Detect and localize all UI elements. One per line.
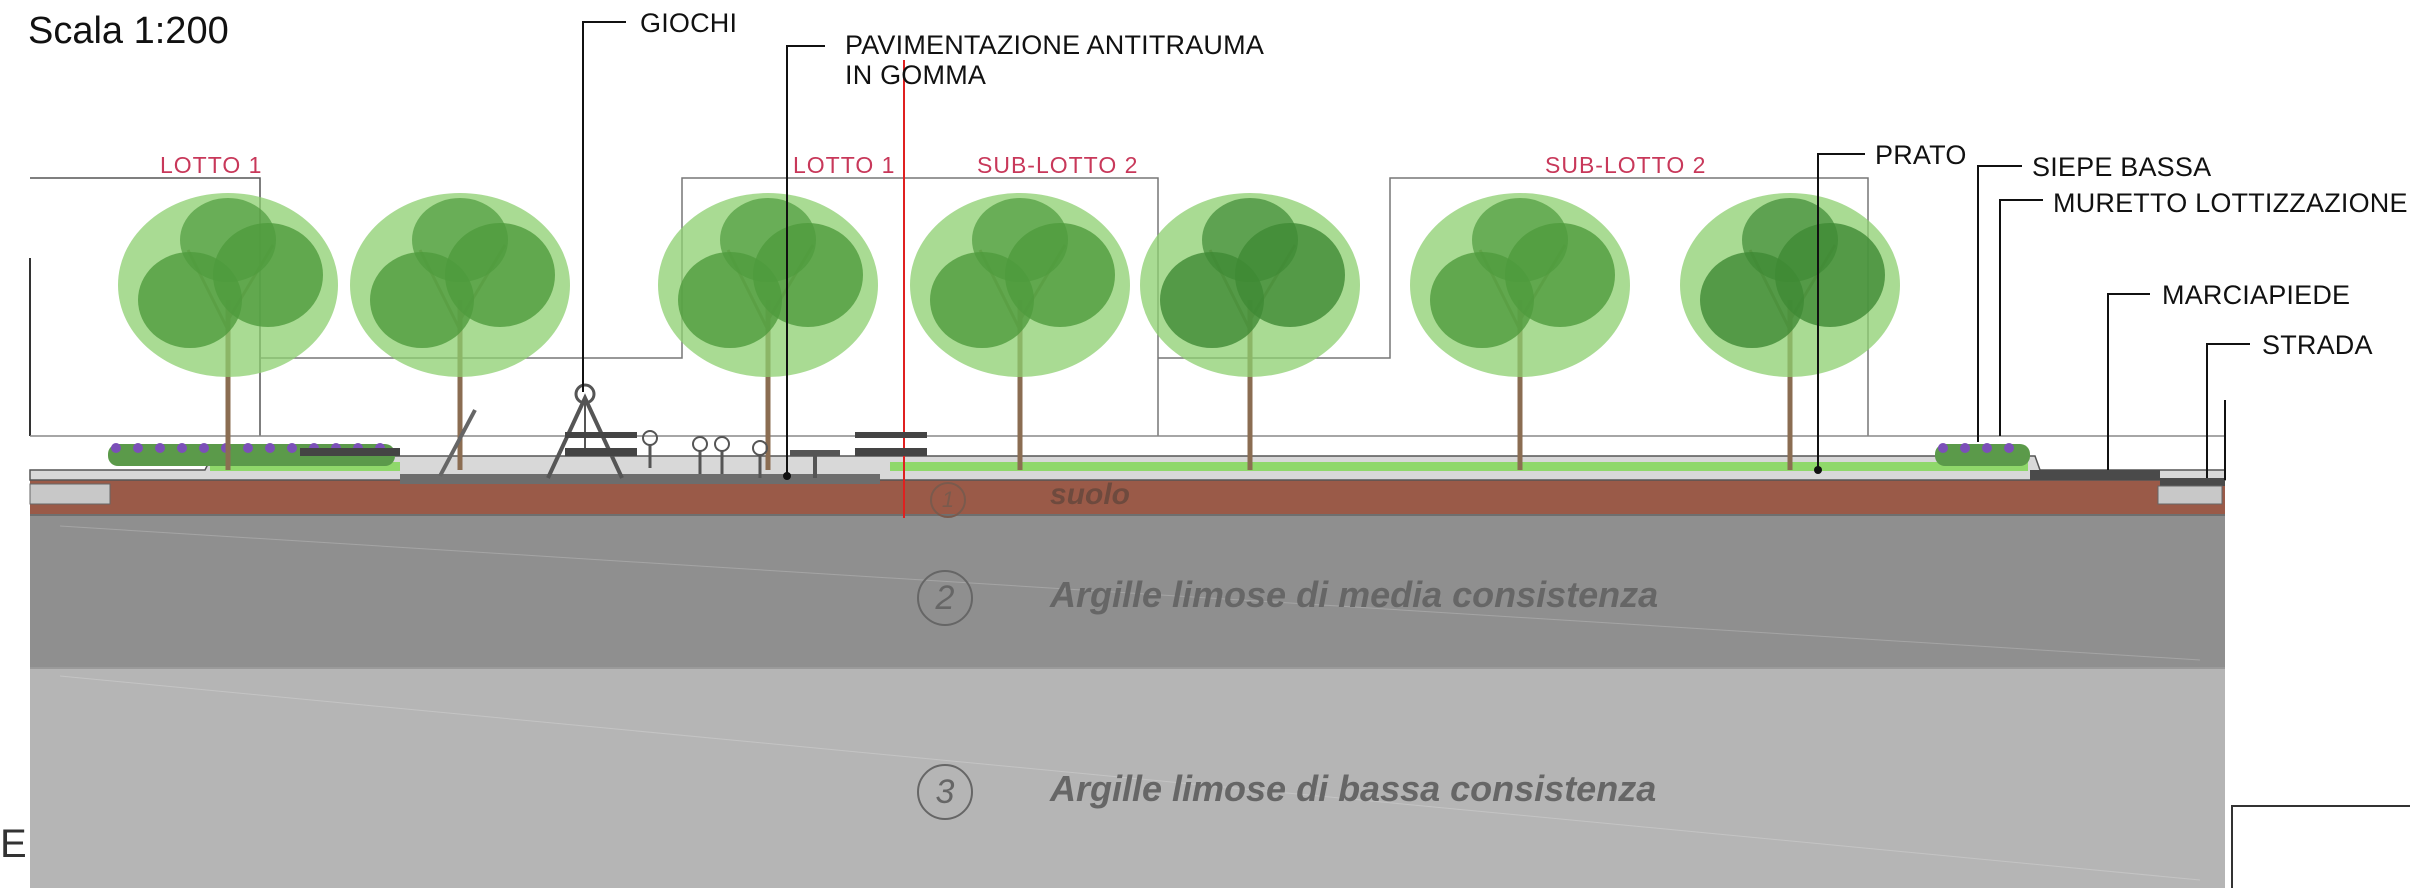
callout-strada: STRADA <box>2262 330 2373 360</box>
person-head-1 <box>642 430 658 446</box>
leader-prato-dot <box>1814 466 1822 474</box>
layer-number-1: 1 <box>930 482 966 518</box>
grass-strip-left <box>210 462 400 471</box>
tree-crown-c-7 <box>1742 198 1838 282</box>
lot-label-sublotto2-right: SUB-LOTTO 2 <box>1545 152 1707 178</box>
flower-1 <box>265 443 275 453</box>
flower-2 <box>1982 443 1992 453</box>
flower-1 <box>111 443 121 453</box>
layer-number-3: 3 <box>917 764 973 820</box>
tree-crown-c-2 <box>412 198 508 282</box>
lot-label-lotto1-mid: LOTTO 1 <box>793 152 896 178</box>
callout-prato: PRATO <box>1875 140 1967 170</box>
flower-2 <box>1938 443 1948 453</box>
grass-strip <box>890 462 2028 471</box>
bench-3-seat <box>300 448 400 456</box>
layer-1-band <box>30 480 2225 515</box>
bench-1-back <box>565 432 637 438</box>
layer-name-suolo: suolo <box>1050 478 1130 511</box>
layer-2-band <box>30 515 2225 668</box>
lot-label-lotto1-left: LOTTO 1 <box>160 152 263 178</box>
leader-giochi <box>582 21 626 392</box>
layer-name-media: Argille limose di media consistenza <box>1050 574 1659 615</box>
callout-siepe-bassa: SIEPE BASSA <box>2032 152 2212 182</box>
flower-2 <box>2004 443 2014 453</box>
flower-1 <box>287 443 297 453</box>
sidewalk <box>2030 470 2160 480</box>
flower-1 <box>177 443 187 453</box>
person-head-2 <box>692 436 708 452</box>
edge-fragment: E <box>0 822 27 866</box>
person-head-3 <box>714 436 730 452</box>
flower-2 <box>1960 443 1970 453</box>
lot-label-sublotto2-mid: SUB-LOTTO 2 <box>977 152 1139 178</box>
callout-giochi: GIOCHI <box>640 8 738 38</box>
leader-pavimentazione <box>786 45 825 476</box>
rocker <box>438 409 477 477</box>
layer-name-bassa: Argille limose di bassa consistenza <box>1050 768 1657 809</box>
leader-prato <box>1817 153 1865 470</box>
leader-pavimentazione-dot <box>783 472 791 480</box>
leader-siepe <box>1977 165 2022 442</box>
tree-crown-c-1 <box>180 198 276 282</box>
frame-box <box>2231 805 2410 888</box>
curb-left <box>29 483 111 505</box>
rubber-paving <box>400 474 880 484</box>
leader-strada <box>2206 343 2250 478</box>
bench-2-seat <box>855 448 927 456</box>
bench-1-seat <box>565 448 637 456</box>
tree-crown-c-3 <box>720 198 816 282</box>
tree-crown-c-6 <box>1472 198 1568 282</box>
picnic-table <box>790 450 840 456</box>
curb-right <box>2157 485 2223 505</box>
flower-1 <box>155 443 165 453</box>
bench-2-back <box>855 432 927 438</box>
callout-marciapiede: MARCIAPIEDE <box>2162 280 2351 310</box>
road <box>2160 478 2225 486</box>
callout-pavimentazione-2: IN GOMMA <box>845 60 987 90</box>
hatch-line-2 <box>59 675 2201 881</box>
flower-1 <box>199 443 209 453</box>
leader-marciapiede <box>2107 293 2150 470</box>
callout-muretto: MURETTO LOTTIZZAZIONE <box>2053 188 2408 218</box>
flower-1 <box>133 443 143 453</box>
flower-1 <box>243 443 253 453</box>
callout-pavimentazione-1: PAVIMENTAZIONE ANTITRAUMA <box>845 30 1265 60</box>
leader-muretto <box>1999 199 2043 436</box>
scale-label: Scala 1:200 <box>28 10 229 52</box>
layer-number-2: 2 <box>917 570 973 626</box>
tree-crown-c-4 <box>972 198 1068 282</box>
tree-crown-c-5 <box>1202 198 1298 282</box>
person-head-4 <box>752 440 768 456</box>
hatch-line-1 <box>59 525 2201 661</box>
